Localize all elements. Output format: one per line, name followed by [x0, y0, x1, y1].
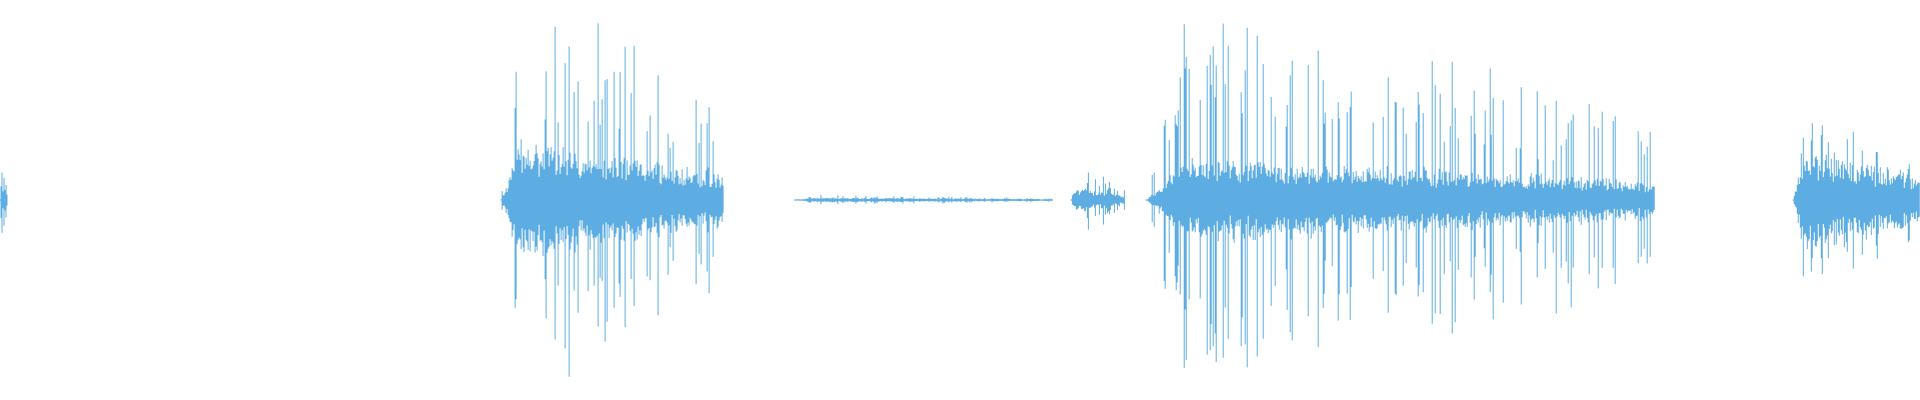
waveform-path — [1070, 172, 1125, 230]
waveform-path — [0, 172, 8, 233]
waveform-path — [1792, 123, 1920, 277]
waveform-path — [500, 23, 724, 377]
waveform-segment-burst-2 — [500, 23, 724, 377]
waveform-path — [794, 194, 1053, 205]
waveform-segment-burst-6 — [1792, 123, 1920, 277]
waveform-segment-noise-3 — [794, 194, 1053, 205]
waveform-segment-burst-5 — [1145, 23, 1655, 368]
waveform-segment-burst-4 — [1070, 172, 1125, 230]
waveform-bars — [0, 23, 1920, 377]
waveform-path — [1145, 23, 1655, 368]
waveform-segment-burst-1 — [0, 172, 8, 233]
